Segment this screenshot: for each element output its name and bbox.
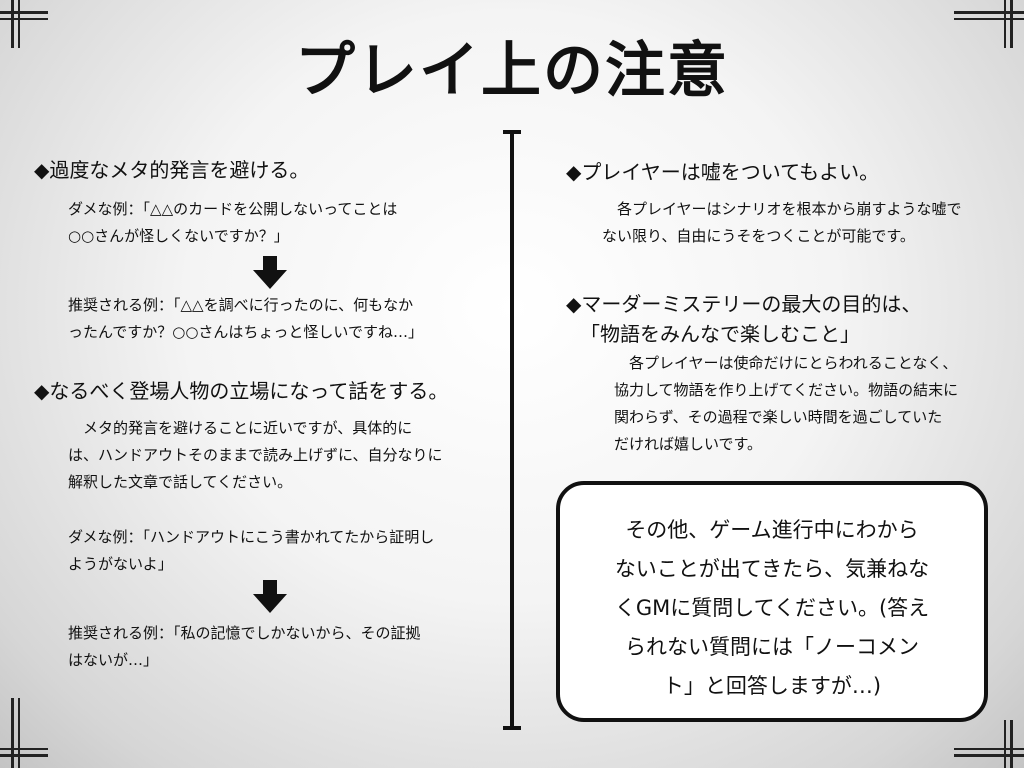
section-heading-purpose-quote: 「物語をみんなで楽しむこと」 bbox=[580, 322, 860, 346]
bad-example-meta: ダメな例：「△△のカードを公開しないってことは ○○さんが怪しくないですか？」 bbox=[68, 196, 397, 250]
note-line: くGMに質問してください。(答え bbox=[614, 596, 930, 620]
corner-ornament-icon bbox=[954, 698, 1024, 768]
good-example-roleplay: 推奨される例：「私の記憶でしかないから、その証拠 はないが…」 bbox=[68, 620, 421, 674]
bad-example-roleplay: ダメな例：「ハンドアウトにこう書かれてたから証明し ようがないよ」 bbox=[68, 524, 434, 578]
corner-ornament-icon bbox=[0, 698, 70, 768]
text-line: ○○さんが怪しくないですか？」 bbox=[68, 227, 289, 245]
text-line: 推奨される例：「私の記憶でしかないから、その証拠 bbox=[68, 624, 421, 642]
text-line: はないが…」 bbox=[68, 651, 159, 669]
text-line: ダメな例：「△△のカードを公開しないってことは bbox=[68, 200, 398, 218]
column-divider bbox=[503, 130, 521, 730]
purpose-body: 各プレイヤーは使命だけにとらわれることなく、 協力して物語を作り上げてください。… bbox=[614, 350, 958, 458]
down-arrow-icon bbox=[253, 580, 287, 613]
section-heading-lying: ◆プレイヤーは嘘をついてもよい。 bbox=[566, 160, 880, 184]
text-line: 協力して物語を作り上げてください。物語の結末に bbox=[614, 381, 959, 399]
section-heading-roleplay: ◆なるべく登場人物の立場になって話をする。 bbox=[34, 379, 449, 403]
note-line: ト」と回答しますが…) bbox=[662, 674, 882, 698]
good-example-meta: 推奨される例：「△△を調べに行ったのに、何もなか ったんですか？○○さんはちょっ… bbox=[68, 292, 423, 346]
note-line: その他、ゲーム進行中にわから bbox=[625, 518, 919, 542]
text-line: ダメな例：「ハンドアウトにこう書かれてたから証明し bbox=[68, 528, 435, 546]
text-line: ない限り、自由にうそをつくことが可能です。 bbox=[602, 227, 915, 245]
note-callout-box: その他、ゲーム進行中にわから ないことが出てきたら、気兼ねな くGMに質問してく… bbox=[556, 481, 988, 722]
text-line: 各プレイヤーはシナリオを根本から崩すような嘘で bbox=[602, 200, 962, 218]
text-line: 解釈した文章で話してください。 bbox=[68, 473, 293, 491]
note-line: られない質問には「ノーコメン bbox=[625, 635, 919, 659]
text-line: 各プレイヤーは使命だけにとらわれることなく、 bbox=[614, 354, 958, 372]
section-heading-meta: ◆過度なメタ的発言を避ける。 bbox=[34, 158, 310, 182]
roleplay-body: メタ的発言を避けることに近いですが、具体的に は、ハンドアウトそのままで読み上げ… bbox=[68, 415, 443, 496]
section-heading-purpose: ◆マーダーミステリーの最大の目的は、 bbox=[566, 292, 922, 316]
text-line: 推奨される例：「△△を調べに行ったのに、何もなか bbox=[68, 296, 414, 314]
corner-ornament-icon bbox=[954, 0, 1024, 70]
text-line: ったんですか？○○さんはちょっと怪しいですね…」 bbox=[68, 323, 423, 341]
corner-ornament-icon bbox=[0, 0, 70, 70]
text-line: ようがないよ」 bbox=[68, 555, 173, 573]
text-line: 関わらず、その過程で楽しい時間を過ごしていた bbox=[614, 408, 943, 426]
down-arrow-icon bbox=[253, 256, 287, 289]
page-title: プレイ上の注意 bbox=[295, 36, 729, 106]
text-line: だければ嬉しいです。 bbox=[614, 435, 763, 453]
note-line: ないことが出てきたら、気兼ねな bbox=[614, 557, 930, 581]
lying-body: 各プレイヤーはシナリオを根本から崩すような嘘で ない限り、自由にうそをつくことが… bbox=[602, 196, 962, 250]
text-line: は、ハンドアウトそのままで読み上げずに、自分なりに bbox=[68, 446, 443, 464]
text-line: メタ的発言を避けることに近いですが、具体的に bbox=[68, 419, 413, 437]
